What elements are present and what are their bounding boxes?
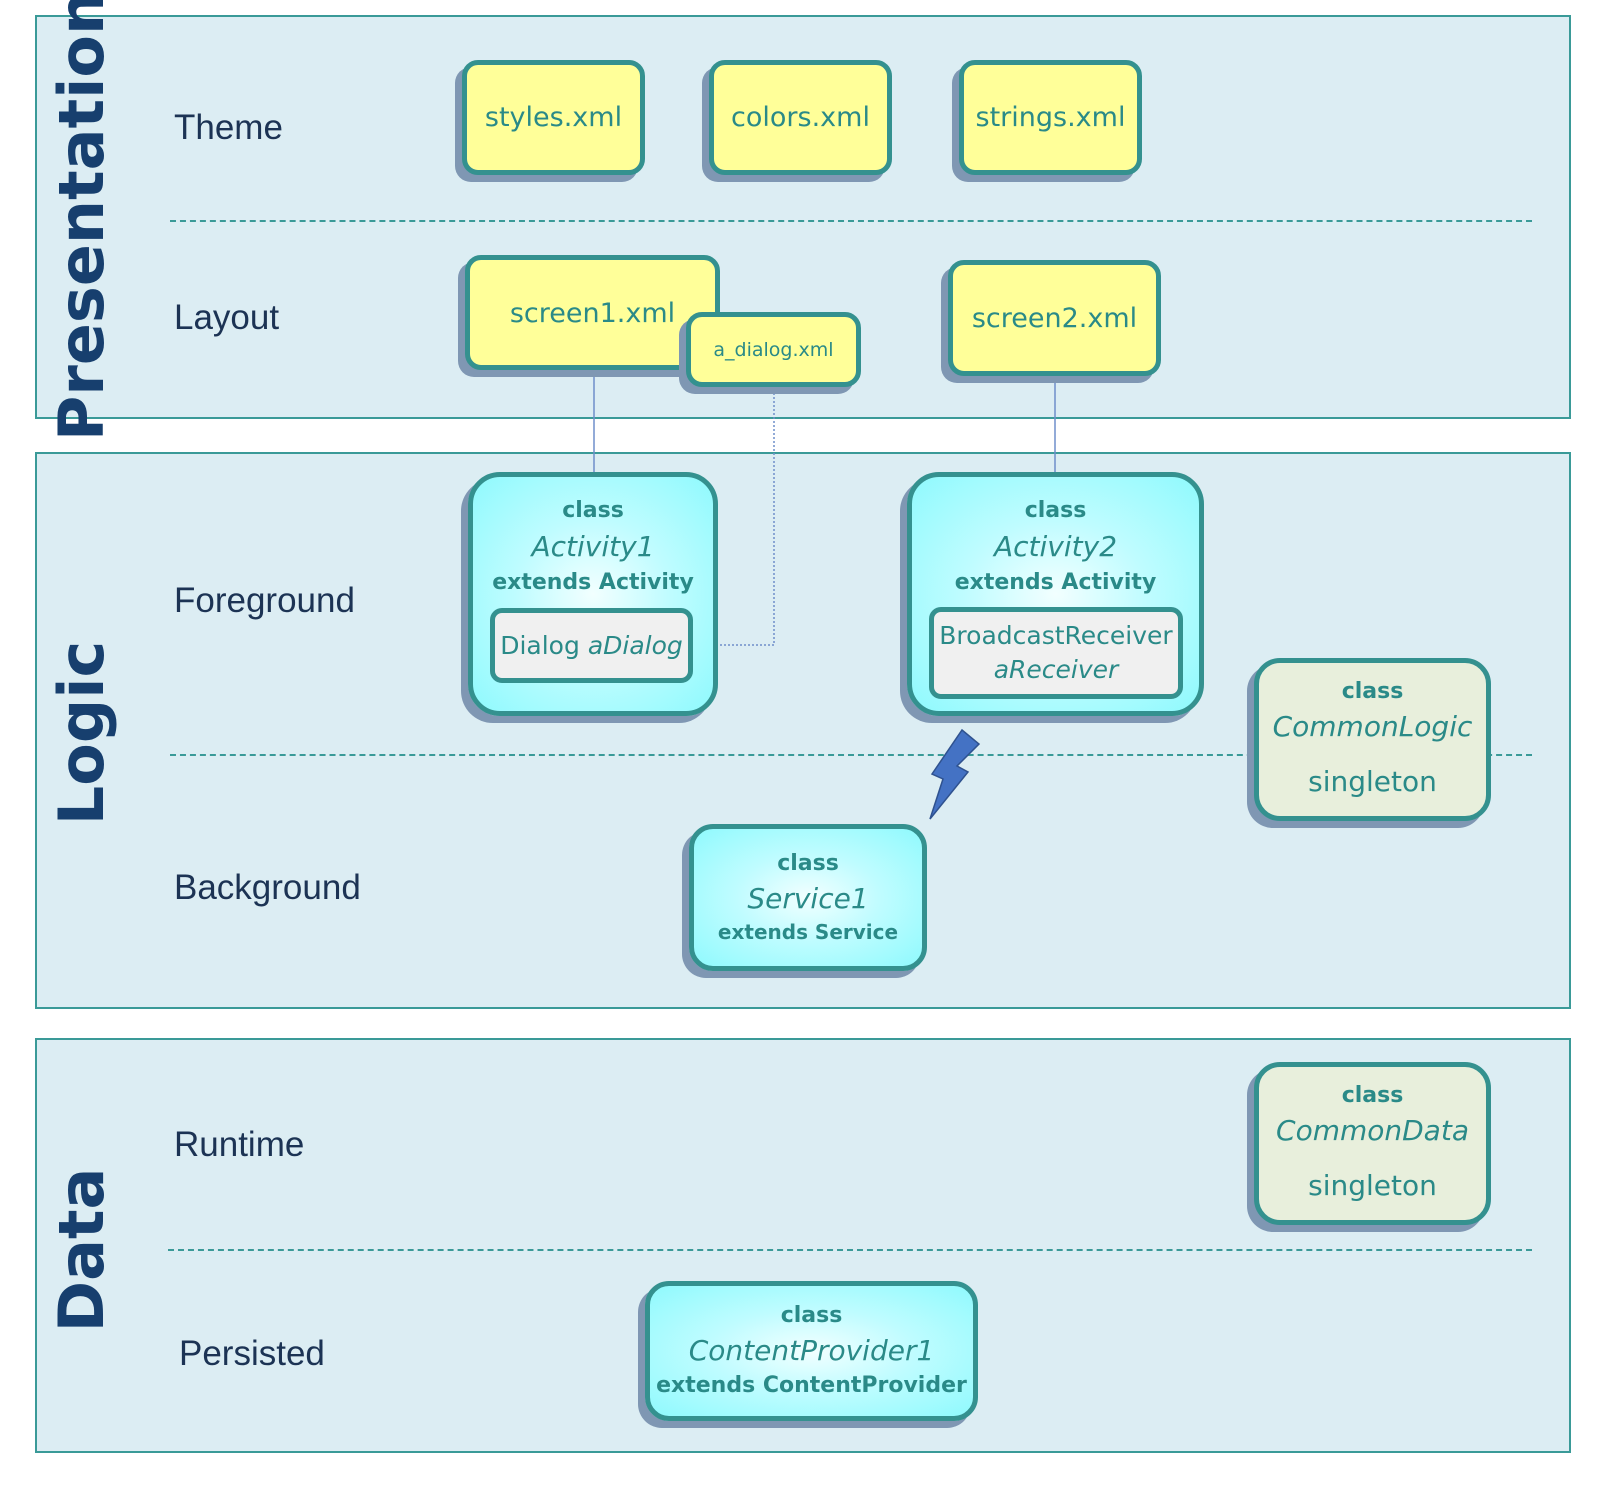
row-label-background: Background <box>174 868 361 907</box>
contentprovider1-class-box[interactable]: class ContentProvider1 extends ContentPr… <box>645 1281 978 1421</box>
activity1-class-keyword: class <box>562 498 624 523</box>
commonlogic-note: singleton <box>1308 765 1437 798</box>
band-title-data: Data <box>45 1167 118 1333</box>
activity1-class-name: Activity1 <box>531 529 655 563</box>
band-title-presentation: Presentation <box>45 0 118 442</box>
commondata-note: singleton <box>1308 1169 1437 1202</box>
row-label-theme: Theme <box>174 108 283 147</box>
areceiver-var: aReceiver <box>993 655 1119 684</box>
divider-foreground-background <box>170 754 1532 756</box>
screen1-xml-box[interactable]: screen1.xml <box>465 255 720 370</box>
commonlogic-class-box[interactable]: class CommonLogic singleton <box>1254 658 1491 821</box>
service1-class-box[interactable]: class Service1 extends Service <box>689 824 927 971</box>
row-label-persisted: Persisted <box>179 1334 325 1373</box>
service1-class-keyword: class <box>777 850 839 876</box>
adialog-field-box[interactable]: Dialog aDialog <box>490 608 693 683</box>
row-label-layout: Layout <box>174 298 280 337</box>
strings-xml-label: strings.xml <box>975 102 1126 133</box>
colors-xml-label: colors.xml <box>731 102 870 133</box>
commondata-class-keyword: class <box>1341 1083 1404 1108</box>
areceiver-field-box[interactable]: BroadcastReceiver aReceiver <box>929 607 1183 699</box>
commonlogic-class-keyword: class <box>1341 679 1404 704</box>
divider-theme-layout <box>170 220 1532 222</box>
contentprovider1-class-keyword: class <box>780 1302 843 1328</box>
contentprovider1-class-name: ContentProvider1 <box>688 1334 935 1368</box>
commonlogic-class-name: CommonLogic <box>1272 710 1473 743</box>
contentprovider1-extends: extends ContentProvider <box>656 1372 967 1398</box>
commondata-class-name: CommonData <box>1276 1114 1469 1147</box>
activity2-class-keyword: class <box>1024 498 1087 523</box>
screen1-xml-label: screen1.xml <box>509 298 676 329</box>
activity2-extends: extends Activity <box>954 570 1157 596</box>
service1-extends: extends Service <box>717 920 899 945</box>
colors-xml-box[interactable]: colors.xml <box>709 60 892 175</box>
screen2-xml-box[interactable]: screen2.xml <box>948 260 1161 376</box>
adialog-field-label: Dialog aDialog <box>500 629 683 663</box>
styles-xml-box[interactable]: styles.xml <box>462 60 645 175</box>
a-dialog-xml-box[interactable]: a_dialog.xml <box>686 312 861 387</box>
service1-class-name: Service1 <box>747 882 869 916</box>
row-label-foreground: Foreground <box>174 581 355 620</box>
a-dialog-xml-label: a_dialog.xml <box>713 338 834 361</box>
divider-runtime-persisted <box>168 1249 1532 1251</box>
areceiver-type: BroadcastReceiver <box>939 621 1173 651</box>
commondata-class-box[interactable]: class CommonData singleton <box>1254 1062 1491 1225</box>
activity1-extends: extends Activity <box>492 570 694 596</box>
adialog-var: aDialog <box>587 630 683 660</box>
activity2-class-name: Activity2 <box>993 529 1118 563</box>
band-title-logic: Logic <box>45 640 118 826</box>
screen2-xml-label: screen2.xml <box>971 302 1138 334</box>
adialog-type: Dialog <box>500 630 580 660</box>
strings-xml-box[interactable]: strings.xml <box>959 60 1142 175</box>
styles-xml-label: styles.xml <box>484 102 623 133</box>
row-label-runtime: Runtime <box>174 1125 305 1164</box>
